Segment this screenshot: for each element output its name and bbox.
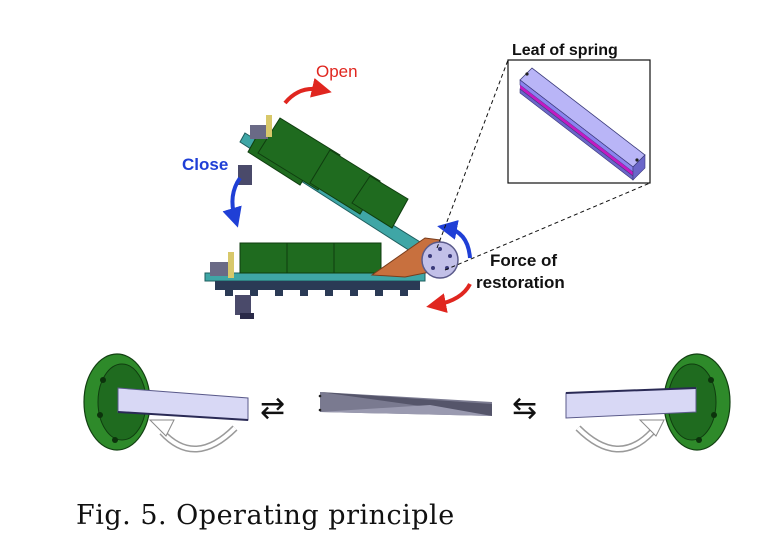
left-bend-state <box>83 353 249 453</box>
leaf-label: Leaf of spring <box>512 42 618 59</box>
swap-left-symbol: ⇄ <box>260 391 285 426</box>
swap-right-symbol: ⇆ <box>512 391 537 426</box>
right-bend-state <box>565 353 731 453</box>
closed-panel-assembly <box>204 242 426 319</box>
restoration-arrow-up-icon <box>437 220 472 259</box>
center-leaf-deformation <box>318 392 492 416</box>
force-label-line2: restoration <box>476 273 565 292</box>
open-arrow-icon <box>283 78 332 105</box>
open-panel-assembly <box>238 115 459 279</box>
figure-caption: Fig. 5. Operating principle <box>76 500 455 531</box>
force-label-line1: Force of <box>490 251 557 270</box>
leaf-of-spring-inset <box>436 59 651 271</box>
restoration-arrow-down-icon <box>426 283 472 313</box>
close-arrow-icon <box>222 176 242 228</box>
open-label: Open <box>316 62 358 81</box>
close-label: Close <box>182 155 228 174</box>
